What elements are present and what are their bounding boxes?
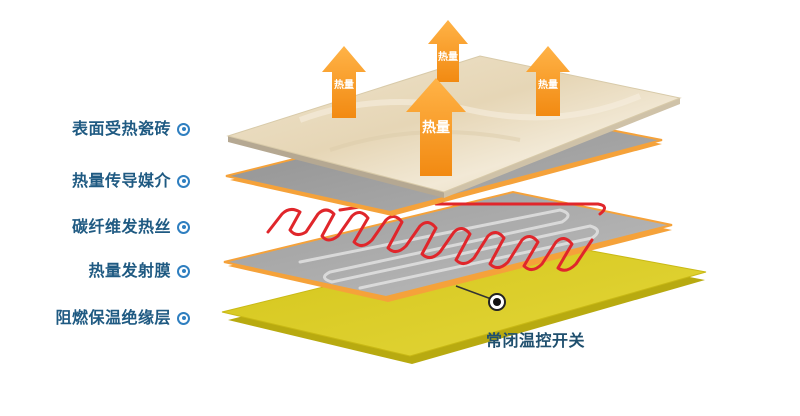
heat-arrow-label-1: 热量 xyxy=(334,78,354,91)
layer-label-text: 热量发射膜 xyxy=(88,261,171,280)
heat-arrow-label-4: 热量 xyxy=(422,119,450,136)
heat-arrow-left: 热量 xyxy=(322,46,366,118)
heat-arrow-label-3: 热量 xyxy=(538,78,558,91)
layer-label-text: 表面受热瓷砖 xyxy=(71,119,171,138)
target-bullet-icon xyxy=(177,311,190,325)
layer-label-wire: 碳纤维发热丝 xyxy=(72,214,190,240)
layer-label-text: 热量传导媒介 xyxy=(71,171,171,190)
heat-arrow-center: 热量 xyxy=(406,78,466,176)
switch-label: 常闭温控开关 xyxy=(486,331,586,350)
switch-node-icon xyxy=(455,285,506,311)
film-wire-traces xyxy=(298,208,599,290)
heat-arrow-top: 热量 xyxy=(428,20,468,82)
heat-arrow-icon: 热量 热量 热量 热量 xyxy=(322,20,570,176)
emission-film-layer xyxy=(223,190,673,302)
target-bullet-icon xyxy=(177,122,190,136)
layer-label-medium: 热量传导媒介 xyxy=(72,168,190,194)
layer-label-text: 碳纤维发热丝 xyxy=(71,217,171,236)
target-bullet-icon xyxy=(177,264,190,278)
layer-label-text: 阻燃保温绝缘层 xyxy=(55,308,171,327)
heat-arrow-label-2: 热量 xyxy=(438,50,458,63)
layer-label-tile: 表面受热瓷砖 xyxy=(72,116,190,142)
heat-arrow-right: 热量 xyxy=(526,46,570,116)
layer-label-film: 热量发射膜 xyxy=(88,258,190,284)
target-bullet-icon xyxy=(177,174,190,188)
target-bullet-icon xyxy=(177,220,190,234)
layer-label-insulation: 阻燃保温绝缘层 xyxy=(55,305,190,331)
